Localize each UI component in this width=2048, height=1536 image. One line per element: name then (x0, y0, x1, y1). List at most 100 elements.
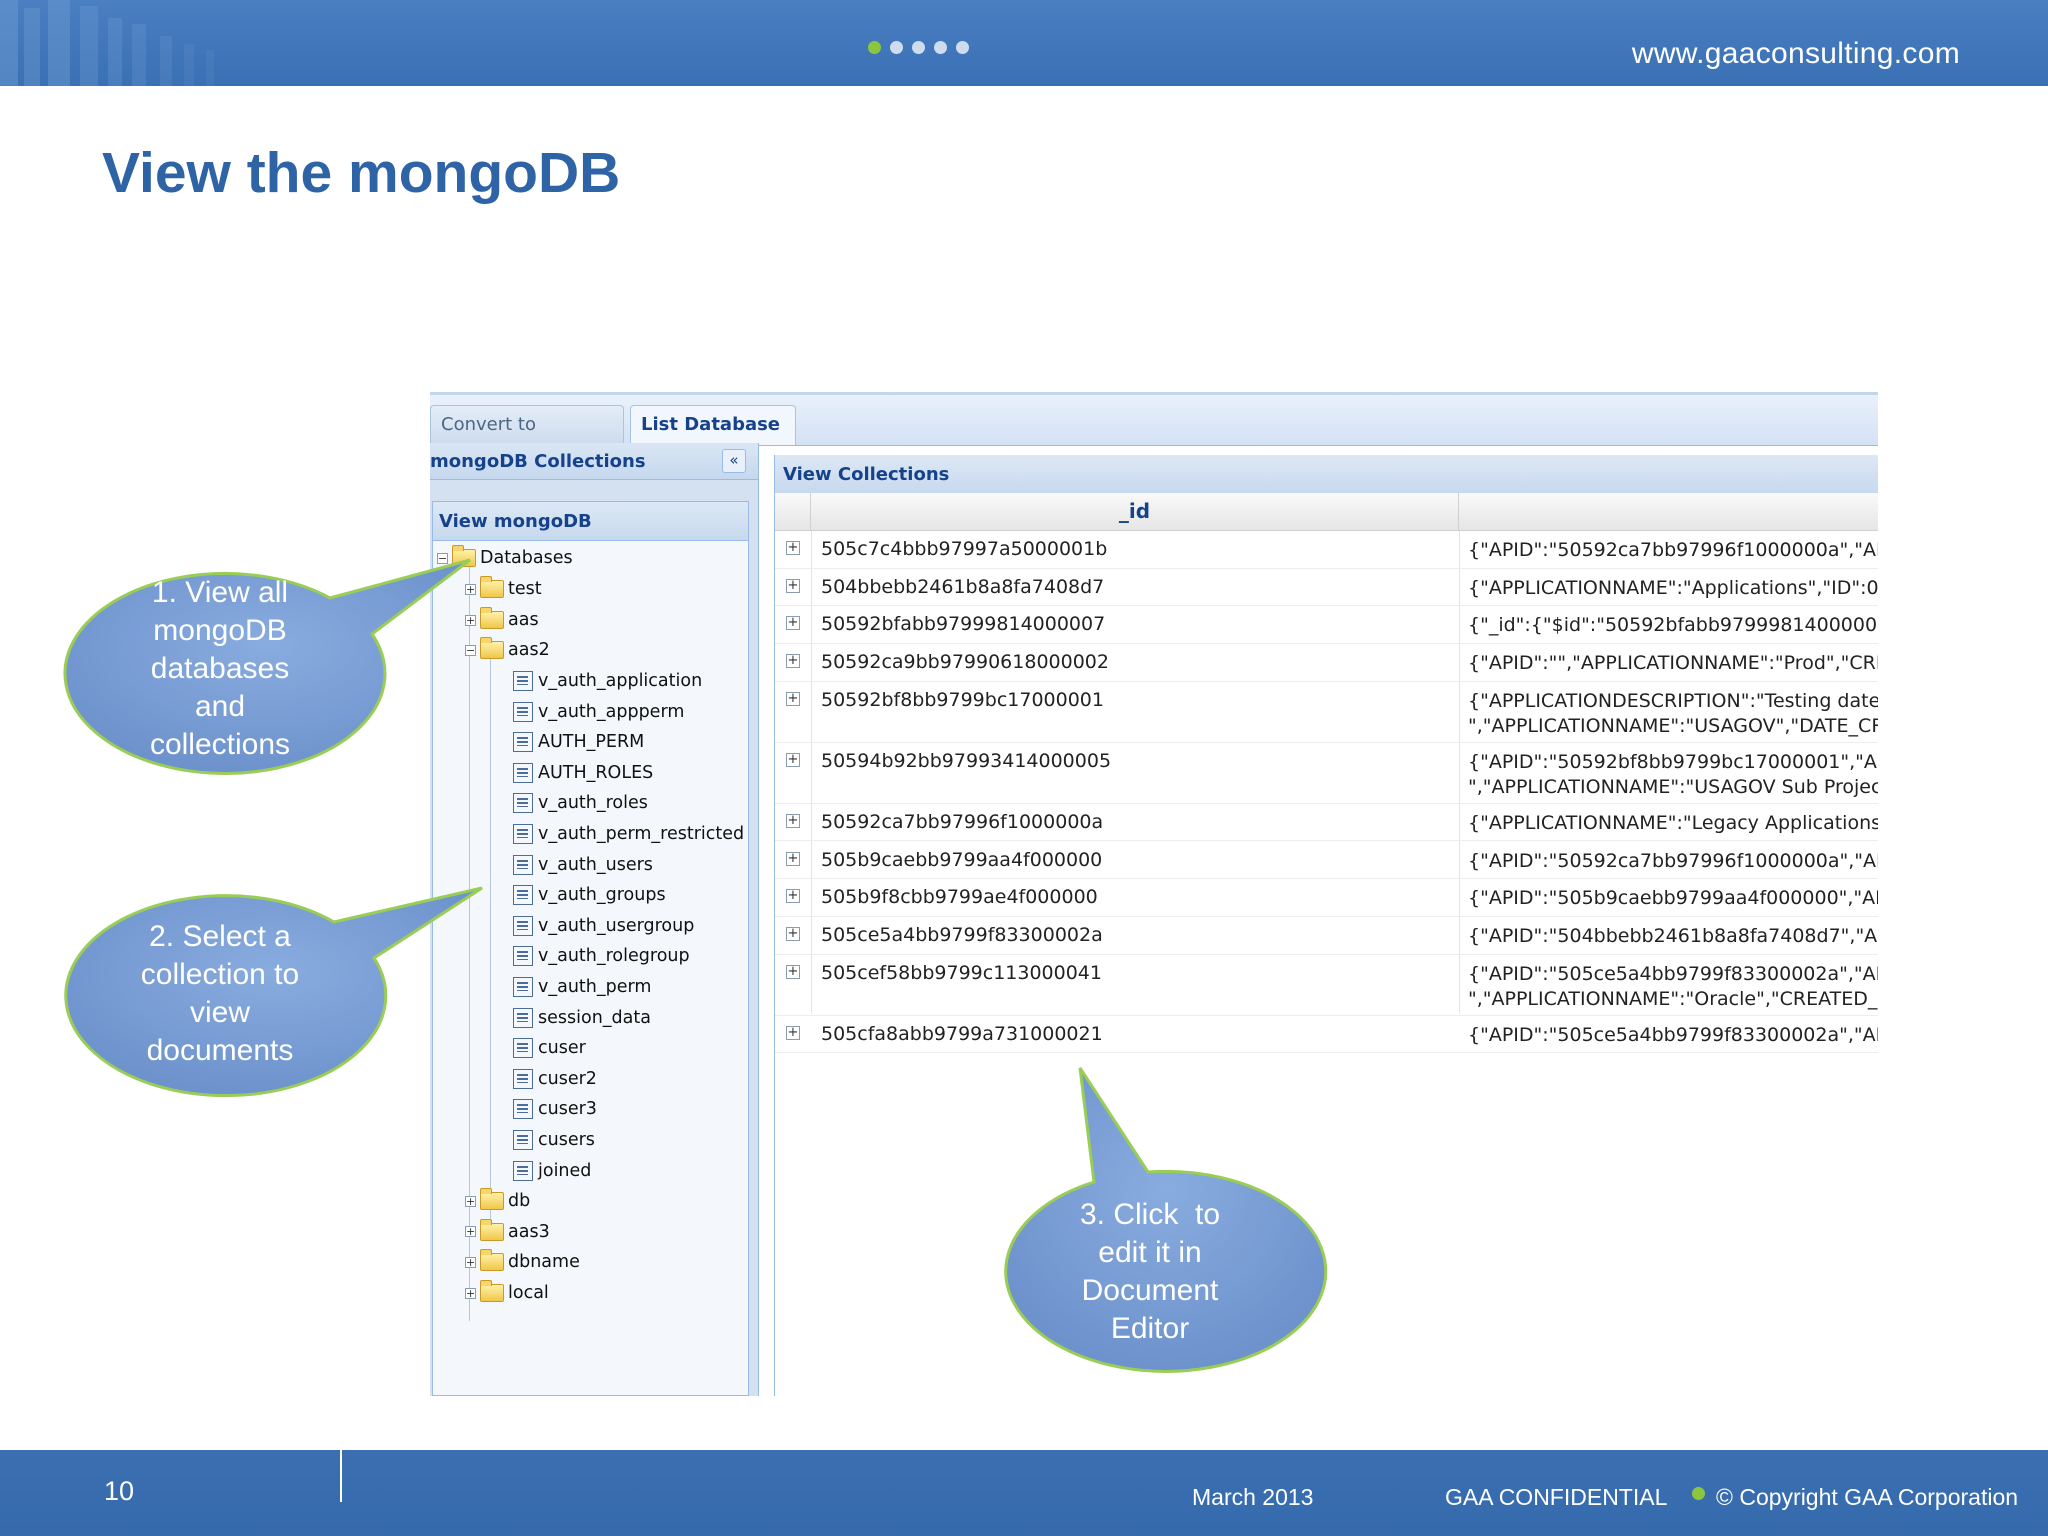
table-row[interactable]: +505b9f8cbb9799ae4f000000 {"APID":"505b9c… (775, 879, 1878, 917)
table-row[interactable]: +50592bfabb97999814000007 {"_id":{"$id":"… (775, 606, 1878, 645)
document-json-cell[interactable]: {"APPLICATIONDESCRIPTION":"Testing date"… (1468, 689, 1878, 739)
document-json-cell[interactable]: {"APID":"50592ca7bb97996f1000000a","AP (1468, 849, 1878, 874)
tree-node-collection[interactable]: v_auth_perm_restricted (513, 821, 744, 847)
callout-line: and (194, 690, 246, 723)
id-column-header[interactable]: _id (811, 493, 1459, 530)
callout-line: Editor (1110, 1312, 1190, 1345)
row-expand-icon[interactable]: + (786, 963, 800, 979)
collection-icon (513, 1068, 533, 1089)
table-row[interactable]: +505ce5a4bb9799f83300002a {"APID":"504bbe… (775, 917, 1878, 955)
grid-header: _id (775, 493, 1878, 531)
document-id-cell[interactable]: 504bbebb2461b8a8fa7408d7 (821, 575, 1105, 598)
row-expand-icon[interactable]: + (786, 540, 800, 555)
tree-node-database[interactable]: + aas (465, 607, 539, 633)
document-id-cell[interactable]: 505b9caebb9799aa4f000000 (821, 848, 1103, 871)
document-json-cell[interactable]: {"APID":"505b9caebb9799aa4f000000","AP (1468, 886, 1878, 911)
tree-node-collection[interactable]: cuser2 (513, 1066, 597, 1092)
document-id-cell[interactable]: 50592ca9bb97990618000002 (821, 651, 1109, 674)
double-chevron-left-icon[interactable]: « (722, 449, 746, 473)
expand-toggle-icon[interactable]: + (465, 1225, 476, 1239)
expand-toggle-icon[interactable]: + (465, 582, 476, 596)
table-row[interactable]: +505cfa8abb9799a731000021 {"APID":"505ce5… (775, 1016, 1878, 1054)
document-id-cell[interactable]: 505ce5a4bb9799f83300002a (821, 923, 1103, 946)
row-expand-icon[interactable]: + (786, 751, 800, 767)
document-id-cell[interactable]: 505c7c4bbb97997a5000001b (821, 538, 1108, 560)
expand-toggle-icon[interactable]: + (465, 1194, 476, 1208)
callout-line: 1. View all (151, 576, 289, 609)
tree-node-collection[interactable]: v_auth_groups (513, 882, 666, 908)
document-json-cell[interactable]: {"_id":{"$id":"50592bfabb97999814000007 (1468, 613, 1878, 638)
tab-convert-to-mongodb[interactable]: Convert to mongoDB (430, 405, 624, 473)
table-row[interactable]: +504bbebb2461b8a8fa7408d7 {"APPLICATIONNA… (775, 569, 1878, 607)
document-id-cell[interactable]: 505cef58bb9799c113000041 (821, 961, 1102, 984)
tab-list-database[interactable]: List Database (630, 405, 796, 445)
document-id-cell[interactable]: 505b9f8cbb9799ae4f000000 (821, 886, 1098, 909)
expand-toggle-icon[interactable]: + (465, 613, 476, 627)
document-id-cell[interactable]: 50594b92bb97993414000005 (821, 749, 1112, 772)
tree-node-database[interactable]: +local (465, 1280, 549, 1306)
document-id-cell[interactable]: 50592ca7bb97996f1000000a (821, 810, 1104, 833)
tree-node-collection[interactable]: AUTH_PERM (513, 729, 644, 755)
collapse-toggle-icon[interactable]: − (465, 643, 476, 657)
document-json-cell[interactable]: {"APID":"50592bf8bb9799bc17000001","AP",… (1468, 750, 1878, 800)
row-expand-icon[interactable]: + (786, 925, 800, 941)
tree-node-collection[interactable]: joined (513, 1158, 591, 1184)
table-row[interactable]: +50592ca9bb97990618000002 {"APID":"","APP… (775, 644, 1878, 682)
tree-node-collection[interactable]: cusers (513, 1127, 595, 1153)
row-expand-icon[interactable]: + (786, 812, 800, 828)
tree-node-collection[interactable]: v_auth_usergroup (513, 913, 694, 939)
folder-icon (480, 1188, 504, 1211)
tree-node-collection[interactable]: v_auth_roles (513, 790, 648, 816)
row-expand-icon[interactable]: + (786, 615, 800, 631)
table-row[interactable]: +505c7c4bbb97997a5000001b {"APID":"50592c… (775, 531, 1878, 569)
tree-node-database[interactable]: + test (465, 576, 542, 602)
callout-line: collection to (140, 958, 300, 991)
tree-node-collection[interactable]: cuser3 (513, 1096, 597, 1122)
row-expand-icon[interactable]: + (786, 577, 800, 593)
tree-node-database[interactable]: +db (465, 1188, 530, 1214)
document-json-cell[interactable]: {"APPLICATIONNAME":"Applications","ID":0… (1468, 576, 1878, 601)
document-json-cell[interactable]: {"APID":"505ce5a4bb9799f83300002a","AP (1468, 1023, 1878, 1048)
row-expand-icon[interactable]: + (786, 653, 800, 669)
website-url[interactable]: www.gaaconsulting.com (1631, 37, 1960, 70)
table-row[interactable]: +50592bf8bb9799bc17000001 {"APPLICATIONDE… (775, 682, 1878, 743)
tree-node-collection[interactable]: v_auth_appperm (513, 699, 684, 725)
document-id-cell[interactable]: 50592bfabb97999814000007 (821, 613, 1106, 636)
tree-node-collection[interactable]: v_auth_perm (513, 974, 651, 1000)
tree-node-collection[interactable]: v_auth_application (513, 668, 702, 694)
document-json-cell[interactable]: {"APID":"","APPLICATIONNAME":"Prod","CRE (1468, 651, 1878, 676)
tree-node-database-expanded[interactable]: − aas2 (465, 637, 550, 663)
tree-node-label: aas (508, 610, 539, 630)
tree-node-collection[interactable]: cuser (513, 1035, 586, 1061)
footer-divider (340, 1450, 342, 1502)
tree-node-collection[interactable]: AUTH_ROLES (513, 760, 653, 786)
row-expand-icon[interactable]: + (786, 1024, 800, 1040)
tree-node-collection[interactable]: v_auth_rolegroup (513, 943, 690, 969)
tree-node-database[interactable]: +dbname (465, 1249, 580, 1275)
table-row[interactable]: +50594b92bb97993414000005 {"APID":"50592b… (775, 743, 1878, 804)
tree-node-databases[interactable]: − Databases (437, 545, 573, 571)
table-row[interactable]: +505cef58bb9799c113000041 {"APID":"505ce5… (775, 955, 1878, 1016)
collapse-toggle-icon[interactable]: − (437, 551, 448, 565)
table-row[interactable]: +50592ca7bb97996f1000000a {"APPLICATIONNA… (775, 804, 1878, 842)
document-json-line: ","APPLICATIONNAME":"Oracle","CREATED_I (1468, 987, 1878, 1010)
tree-node-database[interactable]: +aas3 (465, 1218, 550, 1245)
tree-node-collection[interactable]: v_auth_users (513, 852, 653, 878)
tree-node-label: v_auth_rolegroup (538, 946, 690, 967)
collection-icon (513, 1007, 533, 1028)
table-row[interactable]: +505b9caebb9799aa4f000000 {"APID":"50592c… (775, 842, 1878, 880)
expand-toggle-icon[interactable]: + (465, 1255, 476, 1269)
document-json-cell[interactable]: {"APID":"50592ca7bb97996f1000000a","AP (1468, 538, 1878, 563)
row-expand-icon[interactable]: + (786, 690, 800, 706)
document-json-cell[interactable]: {"APPLICATIONNAME":"Legacy Applications" (1468, 811, 1878, 836)
expand-toggle-icon[interactable]: + (465, 1286, 476, 1300)
document-json-cell[interactable]: {"APID":"505ce5a4bb9799f83300002a","AP",… (1468, 962, 1878, 1012)
document-id-cell[interactable]: 50592bf8bb9799bc17000001 (821, 688, 1104, 711)
row-expand-icon[interactable]: + (786, 850, 800, 866)
view-mongodb-title: View mongoDB (439, 511, 592, 532)
document-id-cell[interactable]: 505cfa8abb9799a731000021 (821, 1022, 1103, 1045)
row-expand-icon[interactable]: + (786, 888, 800, 904)
tree-node-collection[interactable]: session_data (513, 1005, 651, 1031)
document-json-cell[interactable]: {"APID":"504bbebb2461b8a8fa7408d7","AP (1468, 924, 1878, 949)
folder-icon (480, 1218, 504, 1241)
